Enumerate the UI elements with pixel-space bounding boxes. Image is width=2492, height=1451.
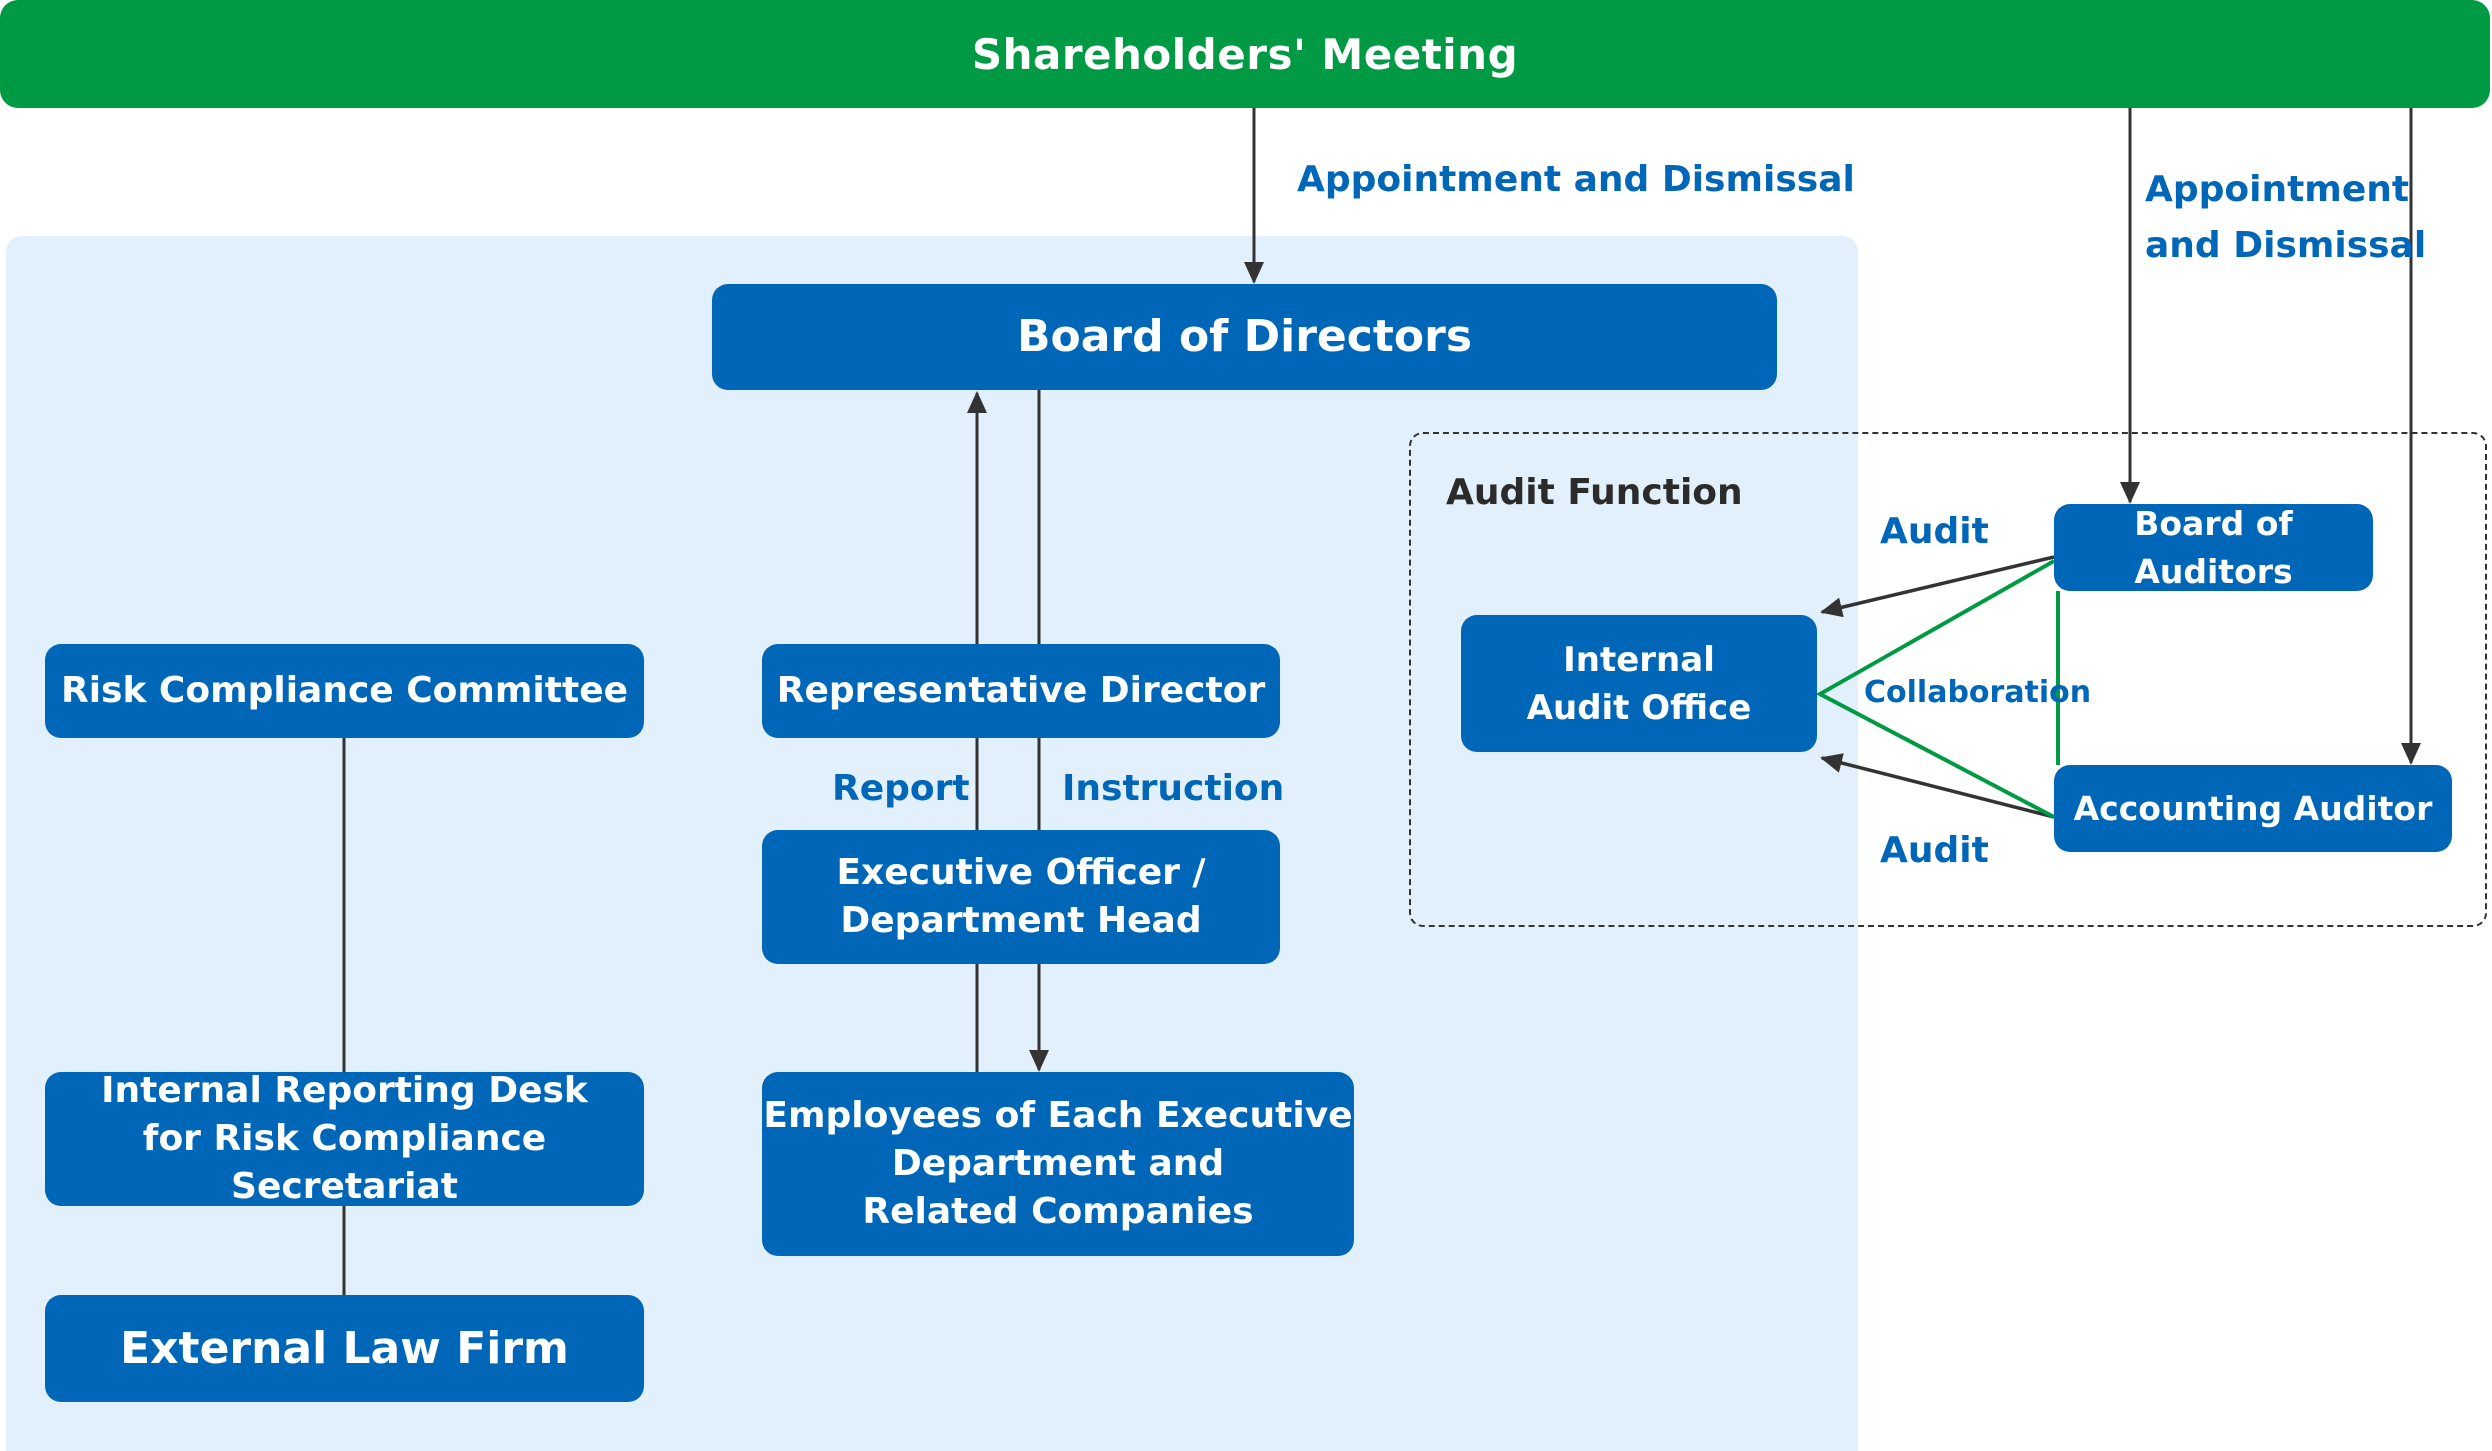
node-text: Accounting Auditor [2073, 788, 2433, 828]
external-law-firm-node[interactable]: External Law Firm [45, 1295, 644, 1402]
shareholders-meeting-label: Shareholders' Meeting [971, 29, 1519, 79]
node-text: Board of Directors [1016, 311, 1473, 362]
node-text: Department Head [840, 900, 1202, 941]
node-text: Internal Reporting Desk [101, 1070, 588, 1111]
internal-audit-office-node[interactable]: Internal Audit Office [1461, 615, 1817, 752]
audit-function-group [1409, 432, 2487, 927]
internal-reporting-desk-node[interactable]: Internal Reporting Desk for Risk Complia… [45, 1070, 644, 1207]
node-text: Executive Officer / [836, 852, 1206, 893]
representative-director-node[interactable]: Representative Director [762, 644, 1280, 738]
appointment-label-line1: Appointment [2145, 169, 2410, 210]
collaboration-label: Collaboration [1864, 675, 2092, 710]
audit-function-title: Audit Function [1446, 472, 1743, 513]
node-text: Related Companies [862, 1191, 1254, 1232]
audit-label-top: Audit [1880, 511, 1989, 552]
instruction-label: Instruction [1062, 768, 1285, 809]
node-text: Audit Office [1526, 687, 1752, 728]
audit-label-bottom: Audit [1880, 830, 1989, 871]
risk-compliance-committee-node[interactable]: Risk Compliance Committee [45, 644, 644, 738]
report-label: Report [832, 768, 970, 809]
node-text: for Risk Compliance Secretariat [142, 1118, 547, 1207]
board-of-directors-node[interactable]: Board of Directors [712, 284, 1777, 390]
shareholders-meeting-node[interactable]: Shareholders' Meeting [0, 0, 2490, 108]
node-text: Board of Auditors [2134, 503, 2293, 591]
board-of-auditors-node[interactable]: Board of Auditors [2054, 504, 2373, 591]
node-text: Internal [1563, 639, 1715, 680]
node-text: Department and [891, 1143, 1225, 1184]
executive-officer-node[interactable]: Executive Officer / Department Head [762, 830, 1280, 964]
employees-node[interactable]: Employees of Each Executive Department a… [762, 1072, 1354, 1256]
node-text: External Law Firm [120, 1322, 569, 1374]
appointment-label-line2: and Dismissal [2145, 225, 2427, 266]
node-text: Risk Compliance Committee [60, 670, 629, 711]
accounting-auditor-node[interactable]: Accounting Auditor [2054, 765, 2452, 852]
node-text: Employees of Each Executive [763, 1095, 1353, 1136]
appointment-dismissal-bod-label: Appointment and Dismissal [1297, 159, 1855, 200]
appointment-dismissal-auditors-label: Appointment and Dismissal [2145, 168, 2427, 268]
node-text: Representative Director [776, 670, 1266, 711]
